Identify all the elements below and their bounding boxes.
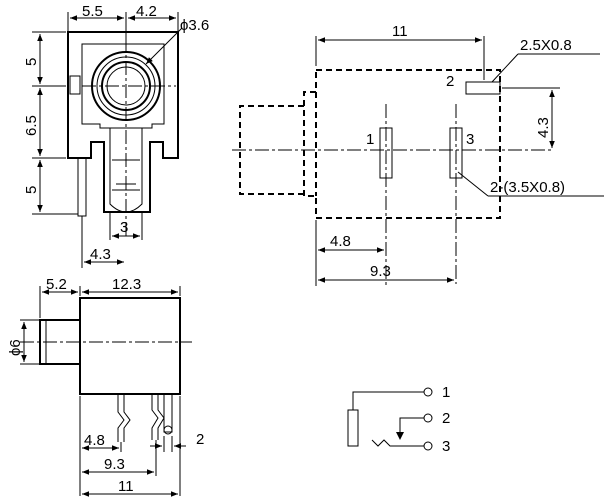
pad2-leader <box>491 53 519 83</box>
diameter-leader <box>145 27 183 65</box>
side-pin-right <box>163 393 173 433</box>
pcb-label-pad3: 3 <box>466 131 474 148</box>
schematic-wire-2 <box>399 417 424 436</box>
front-dim-top-right: 4.2 <box>136 3 157 20</box>
schematic: 1 2 3 <box>347 384 450 455</box>
side-pin-left <box>117 394 131 442</box>
schematic-pin1: 1 <box>442 384 450 401</box>
schematic-terminal-2 <box>423 413 433 423</box>
front-plug <box>109 128 143 213</box>
schematic-wire-3 <box>371 439 424 447</box>
front-view: 5.5 4.2 ϕ3.6 5 6.5 5 3 4.3 <box>23 3 209 268</box>
pcb-dim-vertical: 4.3 <box>535 117 552 138</box>
side-dim-total: 11 <box>118 478 134 495</box>
side-dim-pin-offset: 4.8 <box>84 432 105 449</box>
front-left-pin <box>77 157 87 217</box>
schematic-plug-body <box>347 409 359 447</box>
pcb-dim-pads13: 2-(3.5X0.8) <box>490 179 565 196</box>
schematic-pin2: 2 <box>442 410 450 427</box>
pcb-pad-2 <box>465 81 501 95</box>
front-dim-left-2: 6.5 <box>23 115 40 136</box>
front-dim-left-3: 5 <box>23 186 40 194</box>
pcb-layout: 1 3 2 11 2.5X0.8 4.3 2-(3.5X0.8) 4.8 9.3 <box>232 23 604 286</box>
pcb-dim-48: 4.8 <box>330 233 351 250</box>
side-view: 5.2 12.3 ϕ6 4.8 2 9.3 11 <box>7 276 204 497</box>
front-dim-pin: 3 <box>120 219 128 236</box>
front-dim-diameter: ϕ3.6 <box>180 17 209 34</box>
schematic-arrow <box>396 432 404 440</box>
front-dim-bottom: 4.3 <box>90 246 111 263</box>
front-dim-top-left: 5.5 <box>82 3 103 20</box>
pcb-label-pad2: 2 <box>446 73 454 90</box>
pcb-dim-total: 11 <box>392 23 408 40</box>
front-inner-frame <box>81 43 165 129</box>
pcb-dim-pad2: 2.5X0.8 <box>520 37 572 54</box>
side-dim-diameter: ϕ6 <box>7 339 24 356</box>
side-dim-top-right: 12.3 <box>112 276 141 293</box>
pcb-dim-93: 9.3 <box>370 263 391 280</box>
side-dim-pin-width: 2 <box>196 431 204 448</box>
side-dim-lower: 9.3 <box>104 456 125 473</box>
pcb-plug-outline <box>239 105 304 195</box>
pcb-label-pad1: 1 <box>366 131 374 148</box>
pcb-body-outline <box>303 69 501 219</box>
schematic-terminal-1 <box>423 387 433 397</box>
side-pin-mid <box>151 394 165 440</box>
side-pin-circle <box>163 425 173 435</box>
schematic-pin3: 3 <box>442 438 450 455</box>
front-dim-left-1: 5 <box>23 58 40 66</box>
side-dim-top-left: 5.2 <box>46 276 67 293</box>
pad13-leader <box>457 171 489 197</box>
side-body <box>79 297 181 395</box>
schematic-terminal-3 <box>423 441 433 451</box>
front-body-outline <box>67 31 179 213</box>
front-notch <box>69 75 81 95</box>
schematic-wire-1 <box>352 391 424 410</box>
